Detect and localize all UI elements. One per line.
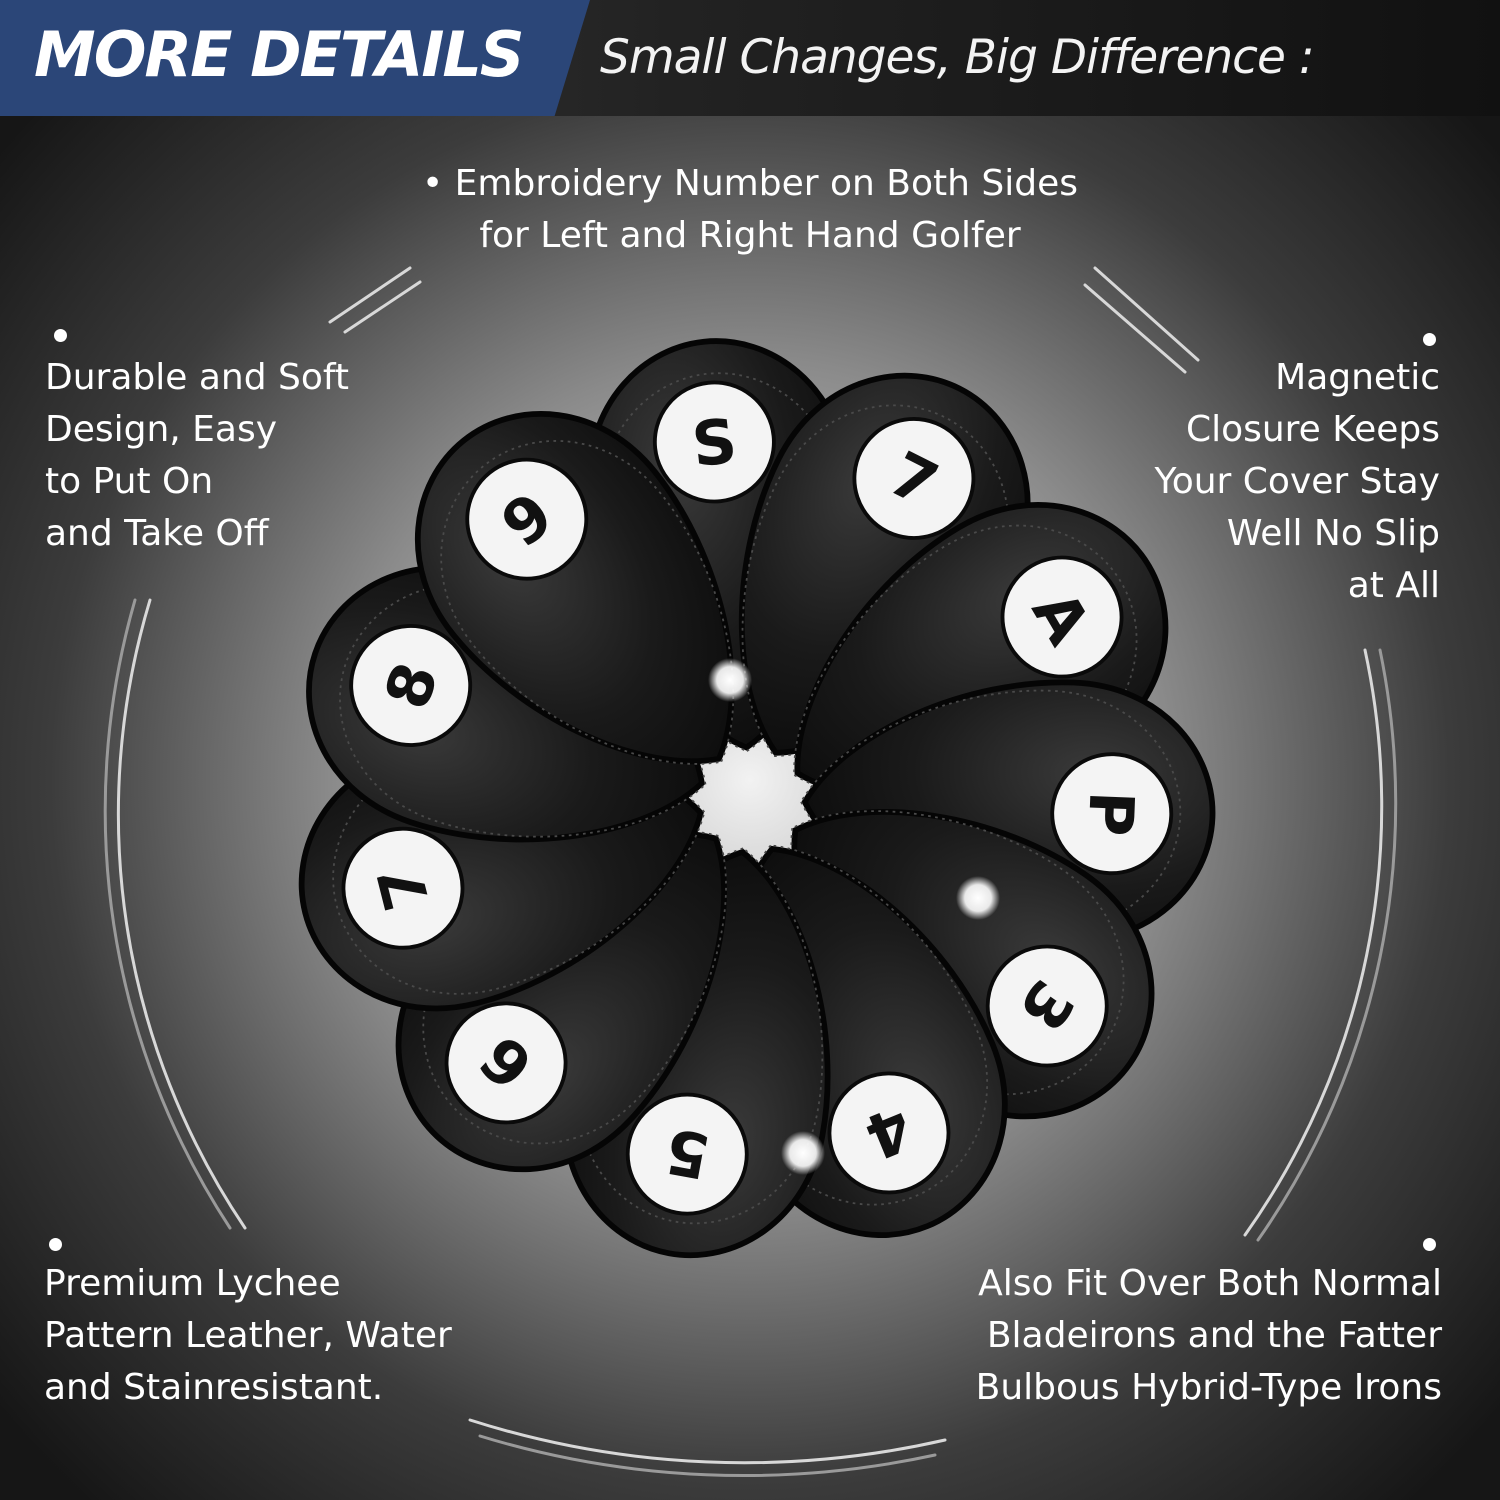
feature-durable: Durable and Soft Design, Easy to Put On … <box>45 352 485 560</box>
feature-leather: Premium Lychee Pattern Leather, Water an… <box>44 1258 604 1414</box>
arc-left-inner <box>103 598 232 1230</box>
feature-line: Durable and Soft <box>45 357 350 398</box>
number-badge <box>625 1092 749 1216</box>
number-badge <box>349 624 473 747</box>
arc-right-inner <box>1256 648 1398 1242</box>
club-number-label: S <box>689 406 740 481</box>
arc-bottom <box>468 1418 947 1465</box>
feature-line: at All <box>1347 565 1440 606</box>
more-details-badge <box>0 0 590 116</box>
badge-title: MORE DETAILS <box>34 18 525 91</box>
number-badge <box>341 826 465 950</box>
bullet-bottom-left <box>49 1238 62 1251</box>
bullet-left <box>54 329 67 342</box>
feature-line: Well No Slip <box>1226 513 1440 554</box>
feature-line: Your Cover Stay <box>1154 461 1441 502</box>
arc-right <box>1243 648 1384 1237</box>
decorative-arcs <box>103 266 1398 1478</box>
header-subtitle: Small Changes, Big Difference : <box>600 30 1315 85</box>
feature-line: Pattern Leather, Water <box>44 1315 452 1356</box>
headcover-stitching <box>440 440 735 765</box>
feature-line: Design, Easy <box>45 409 278 450</box>
number-badge <box>444 1001 568 1125</box>
number-badge <box>1000 555 1124 679</box>
callout-dot-right <box>956 876 1000 920</box>
feature-line: and Stainresistant. <box>44 1367 384 1408</box>
arc-left <box>116 598 247 1230</box>
arc-bottom-inner <box>478 1434 937 1478</box>
feature-line: for Left and Right Hand Golfer <box>479 215 1021 256</box>
feature-fit: Also Fit Over Both Normal Bladeirons and… <box>820 1258 1442 1414</box>
arc-top-left <box>328 266 422 334</box>
feature-line: Bladeirons and the Fatter <box>986 1315 1442 1356</box>
arc-top-right <box>1083 266 1200 374</box>
feature-magnetic: Magnetic Closure Keeps Your Cover Stay W… <box>1010 352 1441 612</box>
feature-line: Bulbous Hybrid-Type Irons <box>975 1367 1442 1408</box>
feature-line: Also Fit Over Both Normal <box>978 1263 1442 1304</box>
callout-dot-top <box>708 658 752 702</box>
number-badge <box>827 1071 951 1195</box>
feature-line: and Take Off <box>45 513 269 554</box>
number-badge <box>852 417 976 540</box>
number-badge <box>465 457 589 581</box>
club-number-label: P <box>1074 790 1147 838</box>
number-badge <box>1050 752 1174 876</box>
feature-line: to Put On <box>45 461 214 502</box>
number-badge <box>985 944 1109 1068</box>
bullet-right <box>1423 333 1436 346</box>
feature-embroidery: • Embroidery Number on Both Sides for Le… <box>250 158 1250 262</box>
callout-dot-bottom <box>781 1131 825 1175</box>
headcover: 9 <box>414 411 735 765</box>
feature-line: • Embroidery Number on Both Sides <box>422 163 1078 204</box>
number-badge <box>652 380 776 504</box>
bullet-bottom-right <box>1423 1238 1436 1251</box>
feature-line: Closure Keeps <box>1185 409 1440 450</box>
feature-line: Premium Lychee <box>44 1263 341 1304</box>
feature-line: Magnetic <box>1275 357 1440 398</box>
